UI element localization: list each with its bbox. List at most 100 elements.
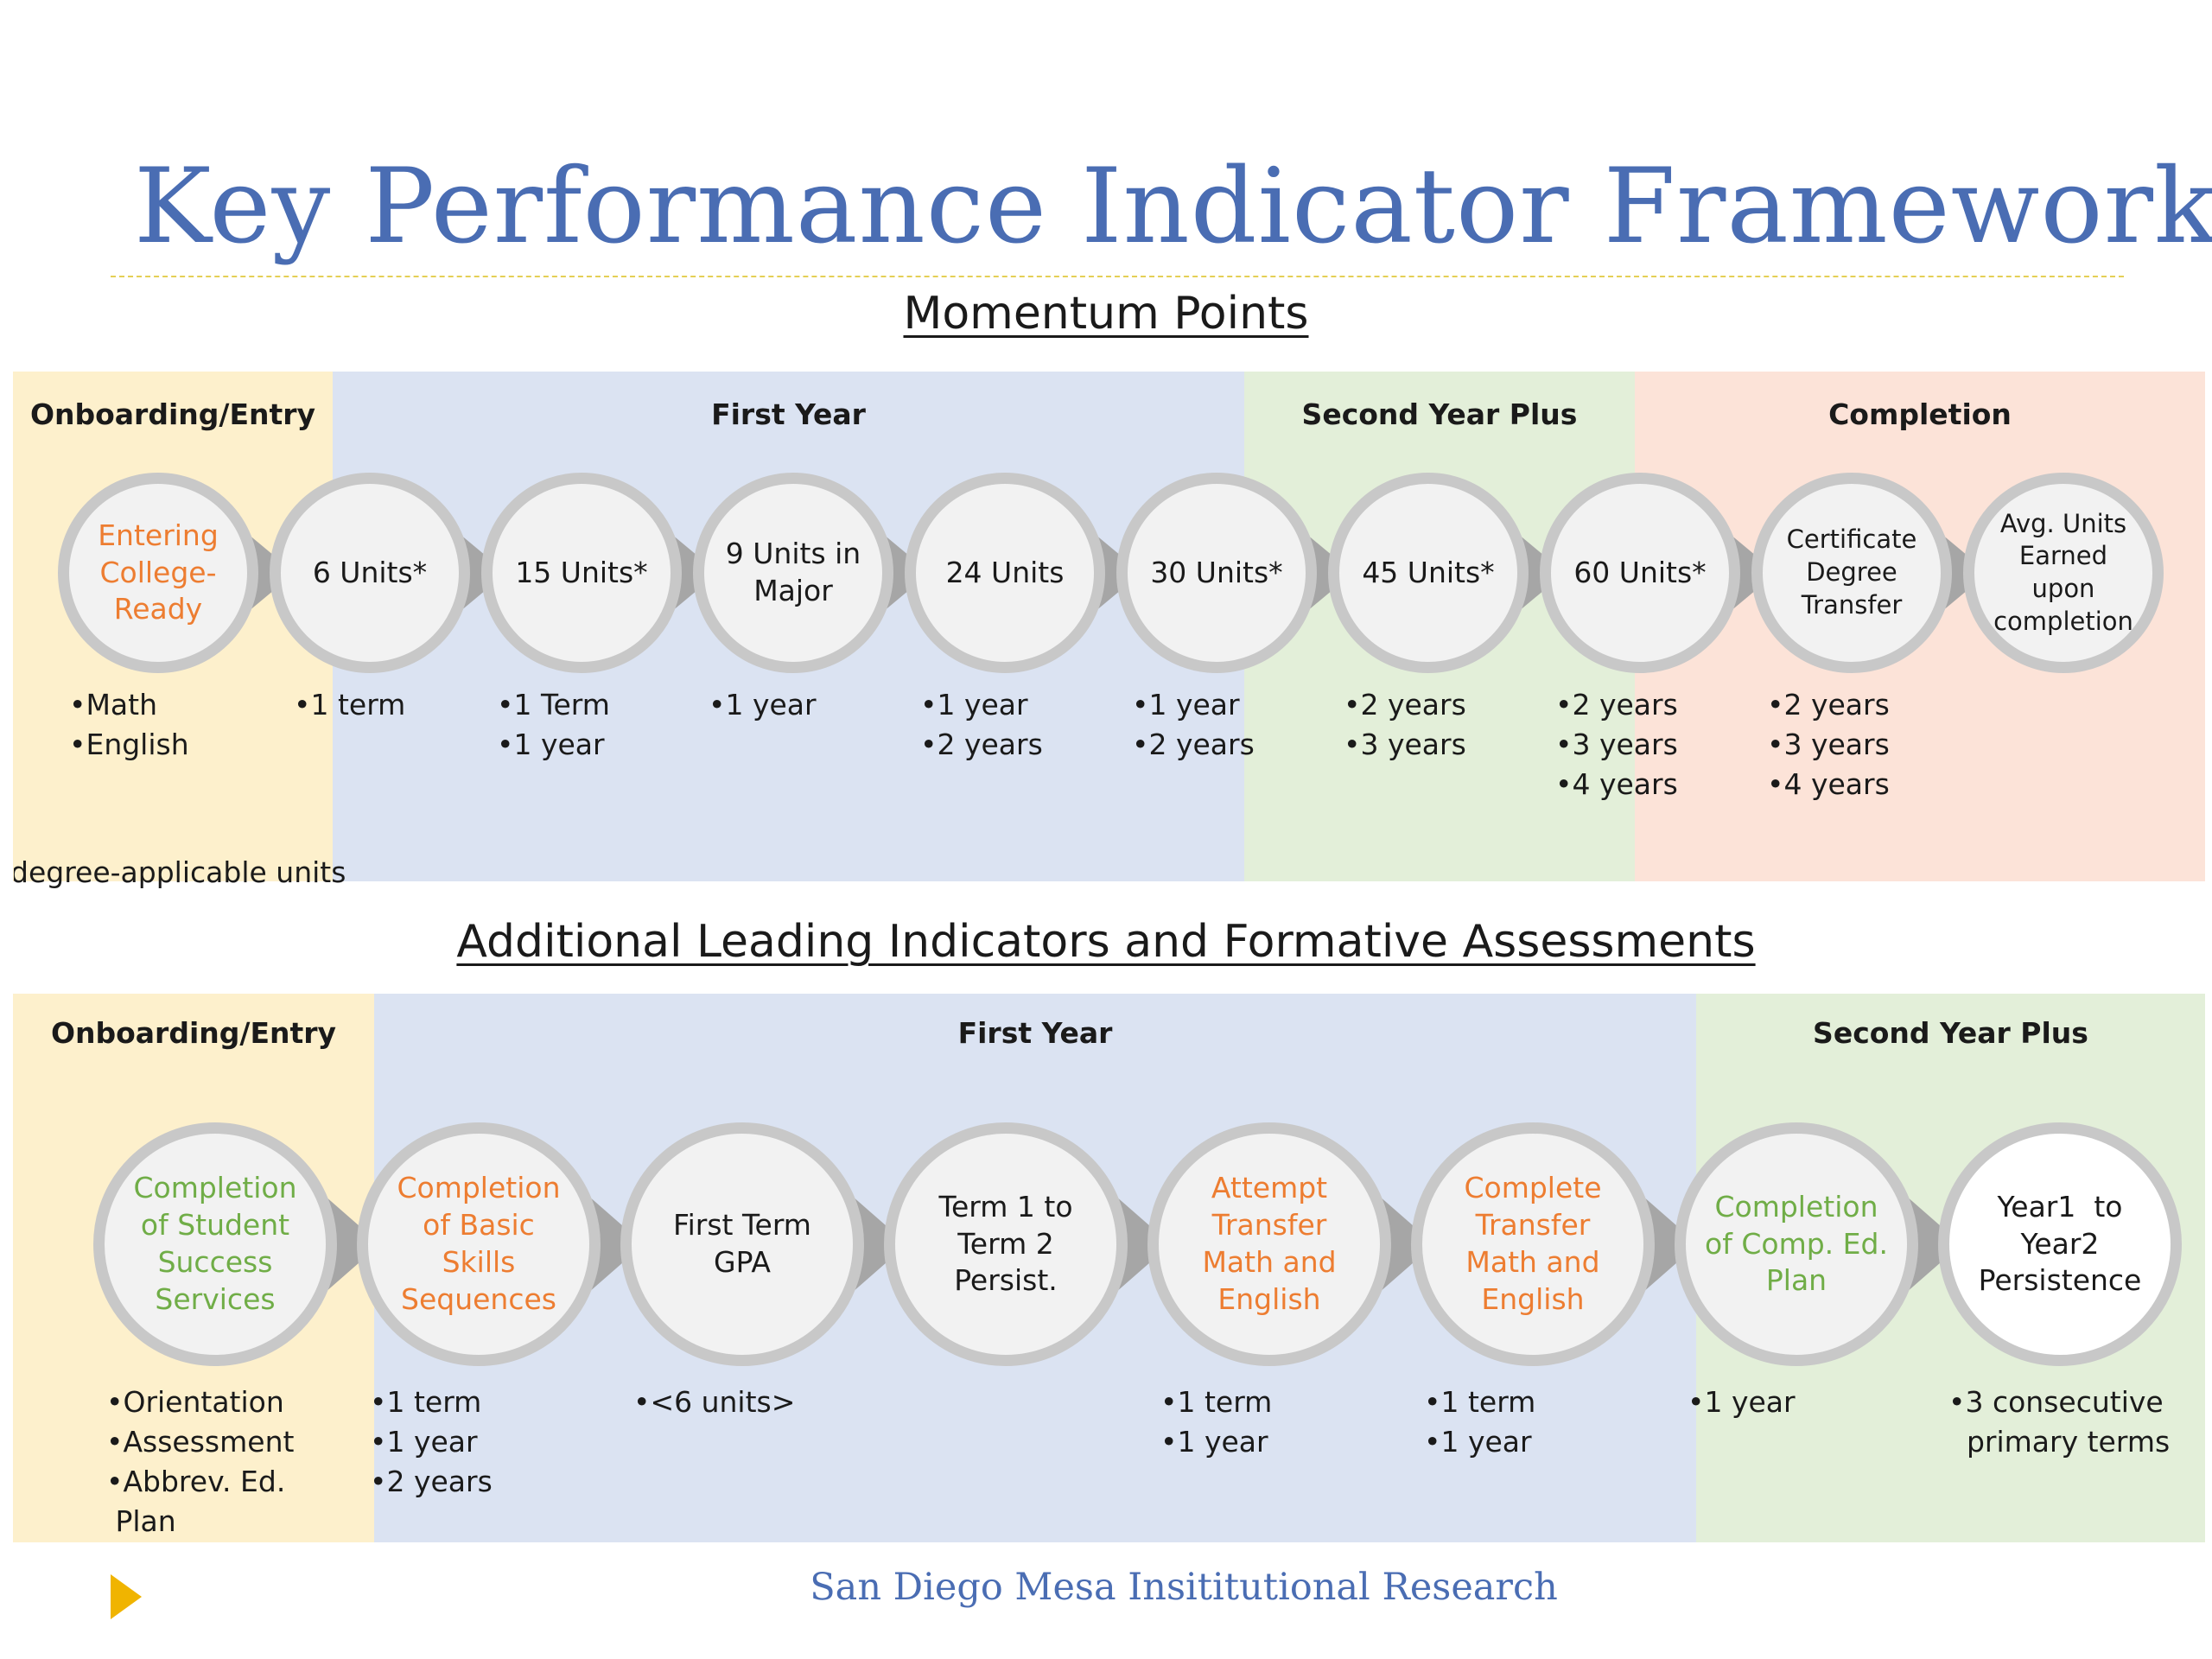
- note-item: •2 years: [920, 728, 1043, 761]
- stage-notes: •Math •English: [69, 685, 189, 765]
- stage-label-line: Success: [157, 1245, 273, 1279]
- stage-label-line: 24 Units: [945, 555, 1065, 589]
- stage-notes: •2 years •3 years: [1344, 685, 1466, 765]
- stage-label-line: GPA: [714, 1245, 771, 1279]
- band-label: Completion: [1828, 397, 2012, 431]
- note-item: •4 years: [1767, 767, 1890, 801]
- stage-label-line: Completion: [397, 1171, 561, 1205]
- note-item: •3 years: [1344, 728, 1466, 761]
- footer-bullet-icon: [111, 1574, 142, 1619]
- stage-notes: •2 years•3 years•4 years: [1767, 685, 1890, 804]
- stage-15-units: 15 Units*: [481, 473, 682, 673]
- stage-label-line: English: [1481, 1281, 1585, 1316]
- note-item: •1 year: [497, 728, 605, 761]
- note-item: •English: [69, 728, 189, 761]
- note-item: •1 year: [1424, 1425, 1532, 1459]
- stage-label-line: 60 Units*: [1573, 555, 1707, 589]
- stage-label-line: Year2: [2020, 1226, 2100, 1261]
- stage-label-line: Persistence: [1978, 1263, 2142, 1298]
- note-item: •Assessment: [106, 1425, 295, 1459]
- note-item: •2 years: [1555, 688, 1678, 721]
- stage-label-line: English: [1217, 1281, 1321, 1316]
- note-item: •Math: [69, 688, 158, 721]
- band-label: Second Year Plus: [1301, 397, 1578, 431]
- stage-label-line: 9 Units in: [725, 537, 861, 571]
- stage-60-units: 60 Units*: [1540, 473, 1740, 673]
- stage-label-line: Degree: [1806, 557, 1897, 588]
- footnote-degree-applicable: degree-applicable units: [10, 855, 346, 889]
- stage-label-line: Entering: [98, 518, 219, 552]
- stage-24-units: 24 Units: [905, 473, 1105, 673]
- stage-label-line: Plan: [1765, 1263, 1827, 1298]
- note-item: •1 term: [294, 688, 406, 721]
- footer-text: San Diego Mesa Insititutional Research: [810, 1566, 1558, 1609]
- stage-label-line: Sequences: [401, 1281, 556, 1316]
- note-item: •Abbrev. Ed.: [106, 1465, 286, 1498]
- stage-label-line: Transfer: [1475, 1208, 1591, 1243]
- stage-notes: •1 year: [1688, 1382, 1796, 1422]
- stage-label-line: Major: [753, 574, 833, 607]
- note-item: primary terms: [1948, 1425, 2171, 1459]
- note-item: •3 years: [1767, 728, 1890, 761]
- note-item: •1 term: [370, 1385, 482, 1419]
- section-heading-leading-indicators: Additional Leading Indicators and Format…: [0, 916, 2212, 968]
- band-label: First Year: [957, 1016, 1113, 1050]
- stage-45-units: 45 Units*: [1328, 473, 1529, 673]
- stage-label-line: Term 1 to: [938, 1189, 1073, 1224]
- stage-label-line: Completion: [133, 1171, 297, 1205]
- stage-label-line: College-: [99, 555, 217, 589]
- note-item: •2 years: [1344, 688, 1466, 721]
- stage-notes: •1 year •2 years: [920, 685, 1043, 765]
- stage-label-line: Year1 to: [1997, 1189, 2123, 1224]
- note-item: •1 year: [1160, 1425, 1268, 1459]
- stage-label-line: upon: [2031, 574, 2095, 603]
- note-item: •3 years: [1555, 728, 1678, 761]
- momentum-points-heading: Momentum Points: [903, 288, 1309, 340]
- stage-notes: •1 term •1 year •2 years: [370, 1382, 493, 1502]
- stage-label-line: 30 Units*: [1150, 555, 1283, 589]
- band-label: Second Year Plus: [1813, 1016, 2088, 1050]
- title-divider: [111, 276, 2124, 277]
- stage-notes: •2 years •3 years •4 years: [1555, 685, 1678, 804]
- stage-label-line: Services: [155, 1281, 276, 1316]
- stage-label-line: 45 Units*: [1362, 555, 1495, 589]
- note-item: •1 year: [709, 688, 817, 721]
- stage-label-line: Avg. Units: [1999, 508, 2127, 538]
- stage-label-line: of Student: [140, 1208, 290, 1243]
- note-item: •1 year: [920, 688, 1028, 721]
- stage-label-line: Transfer: [1801, 589, 1903, 620]
- stage-label-line: of Comp. Ed.: [1705, 1226, 1888, 1261]
- stage-notes: •3 consecutive primary terms: [1948, 1382, 2170, 1462]
- band-label: Onboarding/Entry: [50, 1016, 337, 1050]
- note-item: •2 years: [370, 1465, 493, 1498]
- note-item: •1 year: [370, 1425, 478, 1459]
- stage-notes: •1 term•1 year: [1424, 1382, 1535, 1462]
- stage-label-line: Ready: [113, 592, 203, 626]
- stage-label-line: Attempt: [1211, 1171, 1328, 1205]
- note-item: •4 years: [1555, 767, 1678, 801]
- note-item: Plan: [106, 1504, 176, 1538]
- stage-notes: •1 Term•1 year: [497, 685, 610, 765]
- note-item: •2 years: [1132, 728, 1255, 761]
- note-item: •1 year: [1132, 688, 1240, 721]
- band-onboarding-entry: Onboarding/Entry: [13, 372, 333, 881]
- stage-label-line: First Term: [673, 1208, 811, 1243]
- stage-label-line: 15 Units*: [515, 555, 648, 589]
- stage-label-line: Earned: [2018, 541, 2108, 571]
- band-label: Onboarding/Entry: [29, 397, 316, 431]
- stage-label-line: Transfer: [1211, 1208, 1327, 1243]
- stage-notes: •1 year: [709, 685, 817, 725]
- stage-6-units: 6 Units*: [270, 473, 470, 673]
- stage-label-line: of Basic: [423, 1208, 535, 1243]
- note-item: •<6 units>: [633, 1385, 796, 1419]
- stage-label-line: Term 2: [957, 1226, 1054, 1261]
